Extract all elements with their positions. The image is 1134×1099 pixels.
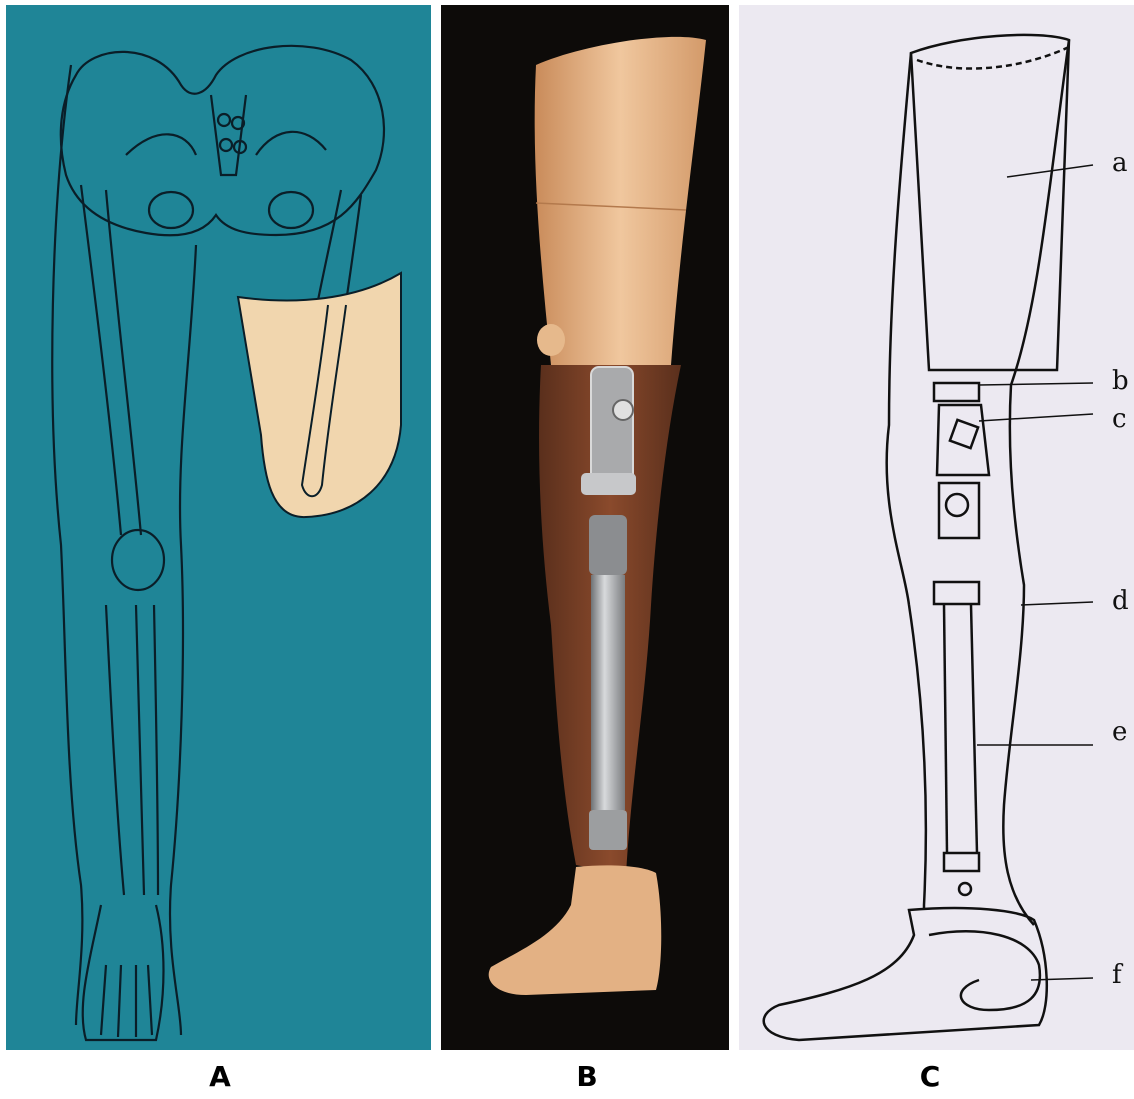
anatomy-illustration	[6, 5, 431, 1050]
part-label-a: a	[1112, 150, 1128, 176]
part-label-c: c	[1112, 406, 1127, 432]
panel-b-prosthesis-photo	[441, 5, 729, 1050]
panel-caption-a: A	[190, 1060, 250, 1093]
panel-c-component-diagram	[739, 5, 1134, 1050]
part-label-b: b	[1112, 368, 1129, 394]
component-line-drawing	[739, 5, 1134, 1050]
prosthesis-illustration	[441, 5, 729, 1050]
part-label-e: e	[1112, 719, 1127, 745]
panel-caption-b: B	[557, 1060, 617, 1093]
part-label-d: d	[1112, 588, 1129, 614]
part-label-f: f	[1112, 962, 1122, 988]
panel-a-anatomy-drawing	[6, 5, 431, 1050]
panel-caption-c: C	[900, 1060, 960, 1093]
